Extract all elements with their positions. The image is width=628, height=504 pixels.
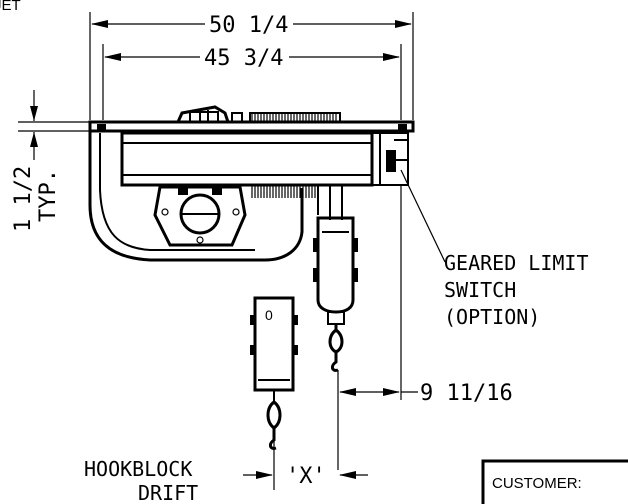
- dimension-inner-width: 45 3/4: [102, 44, 402, 120]
- dimension-overall-width: 50 1/4: [89, 12, 414, 120]
- drum-housing: [249, 112, 341, 123]
- drift-x-text: 'X': [286, 464, 326, 489]
- customer-label: CUSTOMER:: [492, 475, 582, 492]
- trolley-wheel-gearbox: [153, 185, 247, 247]
- limit-switch-line3: (OPTION): [444, 305, 540, 329]
- trolley-frame: [88, 120, 415, 262]
- dim-overall-text: 50 1/4: [209, 13, 288, 38]
- dim-vertical-note: TYP.: [36, 169, 61, 222]
- title-block: CUSTOMER:: [481, 459, 628, 504]
- limit-switch-line2: SWITCH: [444, 278, 516, 302]
- hoist-body: [313, 216, 358, 372]
- hookblock: 0: [250, 296, 298, 450]
- dim-inner-text: 45 3/4: [204, 46, 283, 71]
- dimension-vertical-flange: 1 1/2 TYP.: [11, 90, 90, 232]
- pendant-mark-text: 0: [265, 307, 273, 323]
- dimension-drift: 'X' HOOKBLOCK DRIFT: [84, 440, 368, 504]
- limit-switch-callout: GEARED LIMIT SWITCH (OPTION): [400, 169, 589, 329]
- rope-drum-lower: [251, 186, 316, 198]
- dim-vertical-text: 1 1/2: [11, 166, 36, 232]
- hoist-hanger: [317, 185, 343, 220]
- dim-offset-text: 9 11/16: [420, 381, 513, 406]
- rope-drum: [251, 114, 337, 122]
- hoist-motor: [176, 105, 243, 123]
- top-left-fragment-text: JET: [0, 0, 21, 14]
- hookblock-line2: DRIFT: [138, 481, 198, 504]
- dimension-offset: 9 11/16: [337, 185, 513, 470]
- hookblock-line1: HOOKBLOCK: [84, 457, 192, 481]
- limit-switch-line1: GEARED LIMIT: [444, 251, 589, 275]
